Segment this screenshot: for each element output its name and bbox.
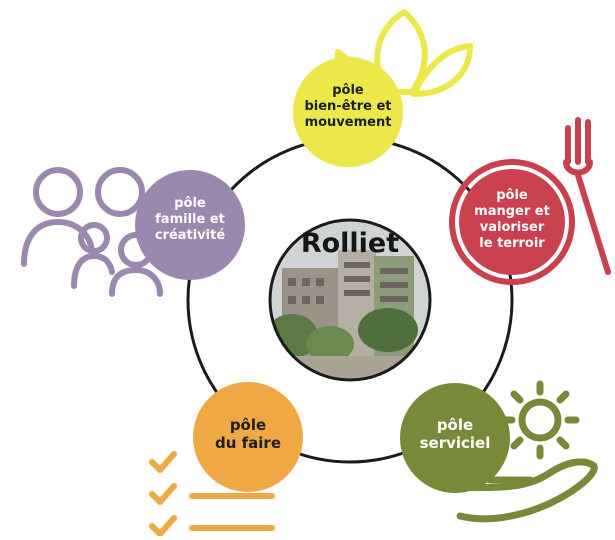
pole-manger-line: pôle — [496, 188, 528, 203]
pole-famille-line: famille et — [155, 211, 225, 227]
center-photo-border — [268, 218, 432, 382]
pole-faire-line: du faire — [215, 434, 281, 453]
pole-manger-line: manger et — [474, 203, 550, 219]
pole-faire-line: pôle — [229, 416, 267, 434]
pole-faire-circle — [193, 382, 303, 492]
pole-bien-etre-line: mouvement — [304, 114, 392, 130]
pole-bien-etre-label: pôle bien-être et mouvement — [288, 83, 408, 131]
pole-serviciel-line: pôle — [436, 416, 474, 434]
pole-serviciel-circle — [400, 383, 510, 493]
pole-bien-etre-circle — [293, 57, 403, 167]
hand-gear-icon — [454, 380, 598, 523]
pole-manger-line: valoriser — [479, 219, 545, 235]
pole-famille-label: pôle famille et créativité — [140, 196, 240, 244]
pole-famille-line: créativité — [154, 227, 226, 243]
pole-bien-etre-line: bien-être et — [304, 98, 392, 114]
pole-manger-label: pôle manger et valoriser le terroir — [462, 188, 562, 251]
checklist-icon — [149, 451, 275, 537]
center-title: Rolliet — [300, 228, 400, 259]
fork-plate-icon — [449, 117, 611, 285]
pole-manger-line: le terroir — [479, 235, 545, 251]
pole-bien-etre-line: pôle — [332, 83, 364, 98]
pole-faire-label: pôle du faire — [198, 416, 298, 453]
pole-famille-circle — [135, 170, 245, 280]
pole-serviciel-line: serviciel — [419, 434, 491, 453]
pole-manger-circle — [459, 169, 565, 275]
pole-serviciel-label: pôle serviciel — [405, 416, 505, 453]
pole-famille-line: pôle — [174, 196, 206, 211]
